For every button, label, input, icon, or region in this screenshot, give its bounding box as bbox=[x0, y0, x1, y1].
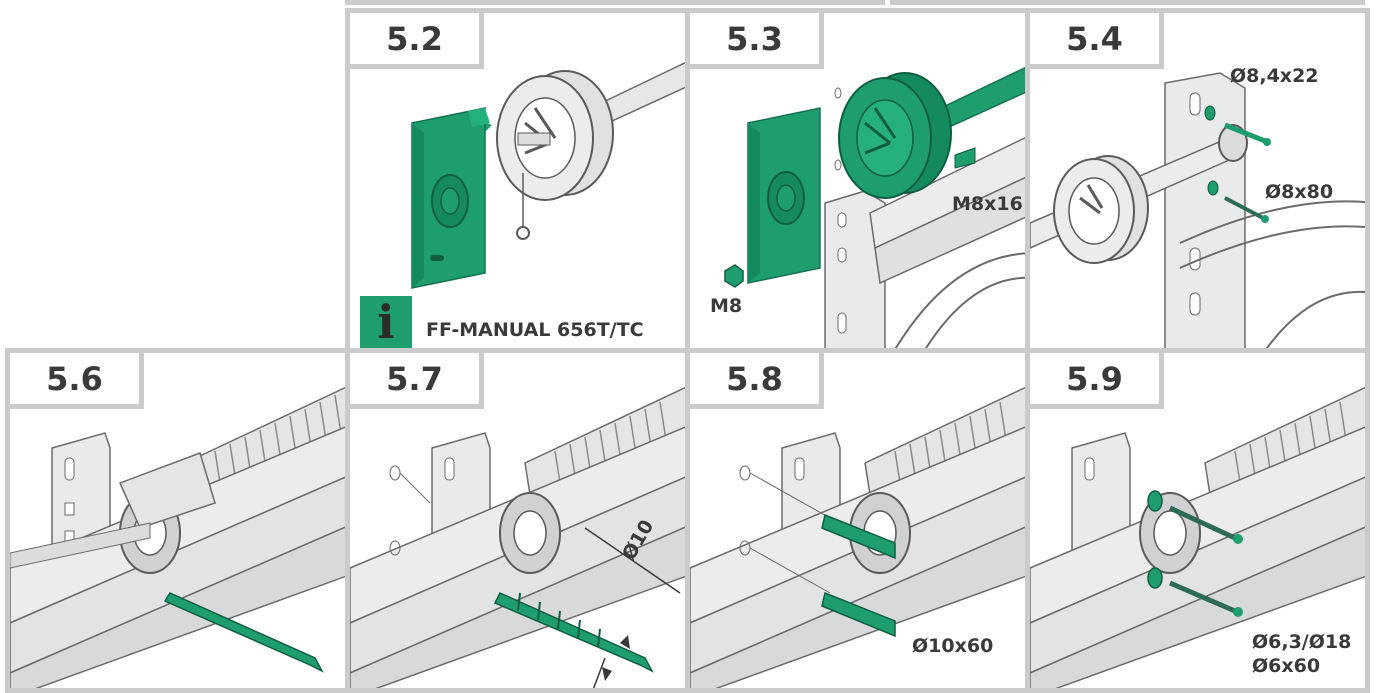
panel-5-8: 5.8 Ø10x60 bbox=[685, 348, 1030, 693]
info-icon: i bbox=[360, 295, 412, 348]
green-pencil bbox=[163, 592, 324, 673]
screw-lower bbox=[1169, 580, 1236, 614]
green-bracket bbox=[411, 107, 490, 289]
step-number: 5.8 bbox=[690, 353, 824, 409]
manual-reference: FF-MANUAL 656T/TC bbox=[426, 319, 644, 341]
panel-5-2: 5.2 i FF-MANUAL 656T/TC bbox=[345, 8, 690, 353]
panel-5-6: 5.6 bbox=[5, 348, 350, 693]
label-bolt: Ø8x80 bbox=[1265, 181, 1334, 203]
label-nut: M8 bbox=[710, 295, 743, 317]
illustration-spring-pencil bbox=[10, 386, 345, 688]
step-number: 5.2 bbox=[350, 13, 484, 69]
illustration-screws bbox=[1030, 386, 1365, 688]
illustration-bearing-bracket bbox=[1030, 72, 1365, 348]
washer-lower bbox=[1147, 567, 1163, 589]
step-number: 5.3 bbox=[690, 13, 824, 69]
washer-upper bbox=[1147, 490, 1163, 512]
step-number: 5.6 bbox=[10, 353, 144, 409]
step-number: 5.7 bbox=[350, 353, 484, 409]
label-bolt: M8x16 bbox=[952, 193, 1023, 215]
label-washer: Ø6,3/Ø18 bbox=[1252, 631, 1352, 653]
cable-drum bbox=[496, 70, 614, 240]
top-frame-line-right bbox=[890, 0, 1365, 5]
green-cable-drum bbox=[838, 72, 952, 199]
step-number: 5.9 bbox=[1030, 353, 1164, 409]
panel-5-4: 5.4 Ø8,4x22 Ø8x80 bbox=[1025, 8, 1370, 353]
illustration-wall-plugs bbox=[690, 386, 1025, 688]
panel-5-9: 5.9 Ø6,3/Ø18 Ø6x60 bbox=[1025, 348, 1370, 693]
label-screw: Ø6x60 bbox=[1252, 655, 1321, 677]
label-washer-bolt: Ø8,4x22 bbox=[1230, 65, 1319, 87]
cable-drum bbox=[1053, 155, 1149, 264]
screw-upper bbox=[1168, 505, 1237, 541]
green-drill-bit bbox=[493, 592, 654, 673]
illustration-drilling bbox=[350, 386, 685, 688]
panel-5-3: 5.3 M8x16 M8 bbox=[685, 8, 1030, 353]
wall-plug-upper bbox=[821, 513, 896, 560]
illustration-bracket-pulley bbox=[411, 61, 685, 289]
nut-m8 bbox=[724, 264, 744, 288]
label-plug: Ø10x60 bbox=[912, 635, 994, 657]
top-frame-line-left bbox=[345, 0, 885, 5]
green-bracket bbox=[747, 107, 821, 284]
panel-5-7: 5.7 Ø1 bbox=[345, 348, 690, 693]
illustration-bracket-mount bbox=[724, 66, 1025, 348]
step-number: 5.4 bbox=[1030, 13, 1164, 69]
wall-plug-lower bbox=[821, 591, 896, 638]
